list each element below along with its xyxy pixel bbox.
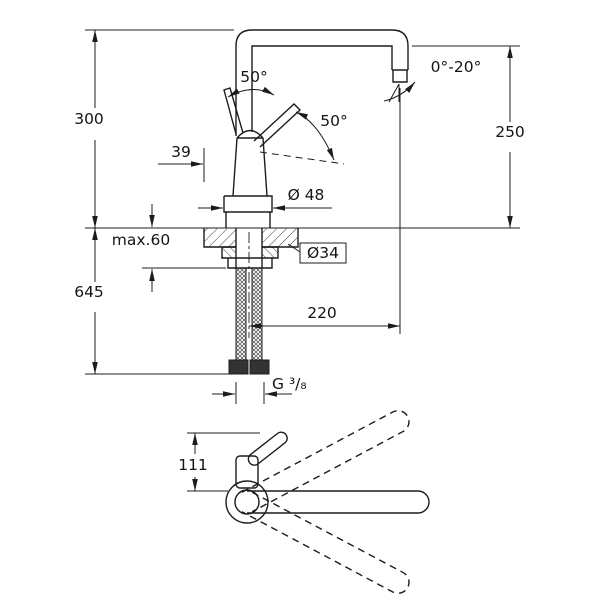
spout-swivel-down [241,491,410,594]
dimension-g38: G ³/₈ [212,375,307,404]
hose-fitting-left [228,359,249,375]
handle-lever-right [253,103,345,165]
base-collar [223,195,273,213]
dimension-39: 39 [158,143,205,182]
aerator [392,69,408,83]
cartridge-plan [235,455,259,489]
dim-label-d34: Ø34 [307,244,339,262]
dim-label-220: 220 [307,304,337,322]
stream-angle-arc [383,81,416,102]
dim-label-max60: max.60 [112,231,170,249]
handle-lever-left [223,86,275,135]
d34-box [299,242,347,264]
side-view: 300 645 250 max.60 Ø 48 [74,29,525,404]
dim-label-39: 39 [171,143,191,161]
countertop-section [85,227,520,268]
dim-label-d48: Ø 48 [288,186,325,204]
plan-view: 111 [178,410,430,594]
dimension-d34: Ø34 [287,242,347,264]
dim-label-111: 111 [178,456,208,474]
dimension-250: 250 [412,45,525,228]
dimension-220: 220 [248,88,401,338]
dim-label-50-right: 50° [320,112,347,130]
base-flange [225,212,271,228]
dim-label-645: 645 [74,283,104,301]
body-outline [223,129,273,228]
dim-label-250: 250 [495,123,525,141]
spout-plan-solid [247,490,430,514]
lever-plan [247,431,288,466]
dim-label-50-left: 50° [240,68,267,86]
dim-label-300: 300 [74,110,104,128]
dim-label-g38: G ³/₈ [272,375,307,393]
swing-arc-left [227,86,275,98]
swing-arc-right [295,111,335,161]
dim-label-stream-angle: 0°-20° [431,58,482,76]
dimension-111: 111 [178,432,260,492]
dimension-d48: Ø 48 [198,186,332,211]
dimension-max60: max.60 [112,204,226,292]
body-plan [225,431,288,524]
swivel-range-dashed [241,410,410,594]
spout-swivel-up [241,410,410,513]
hose-fitting-right [249,359,270,375]
dimension-645: 645 [74,228,246,375]
dimension-300: 300 [74,29,234,228]
mounting-nut [221,246,279,269]
